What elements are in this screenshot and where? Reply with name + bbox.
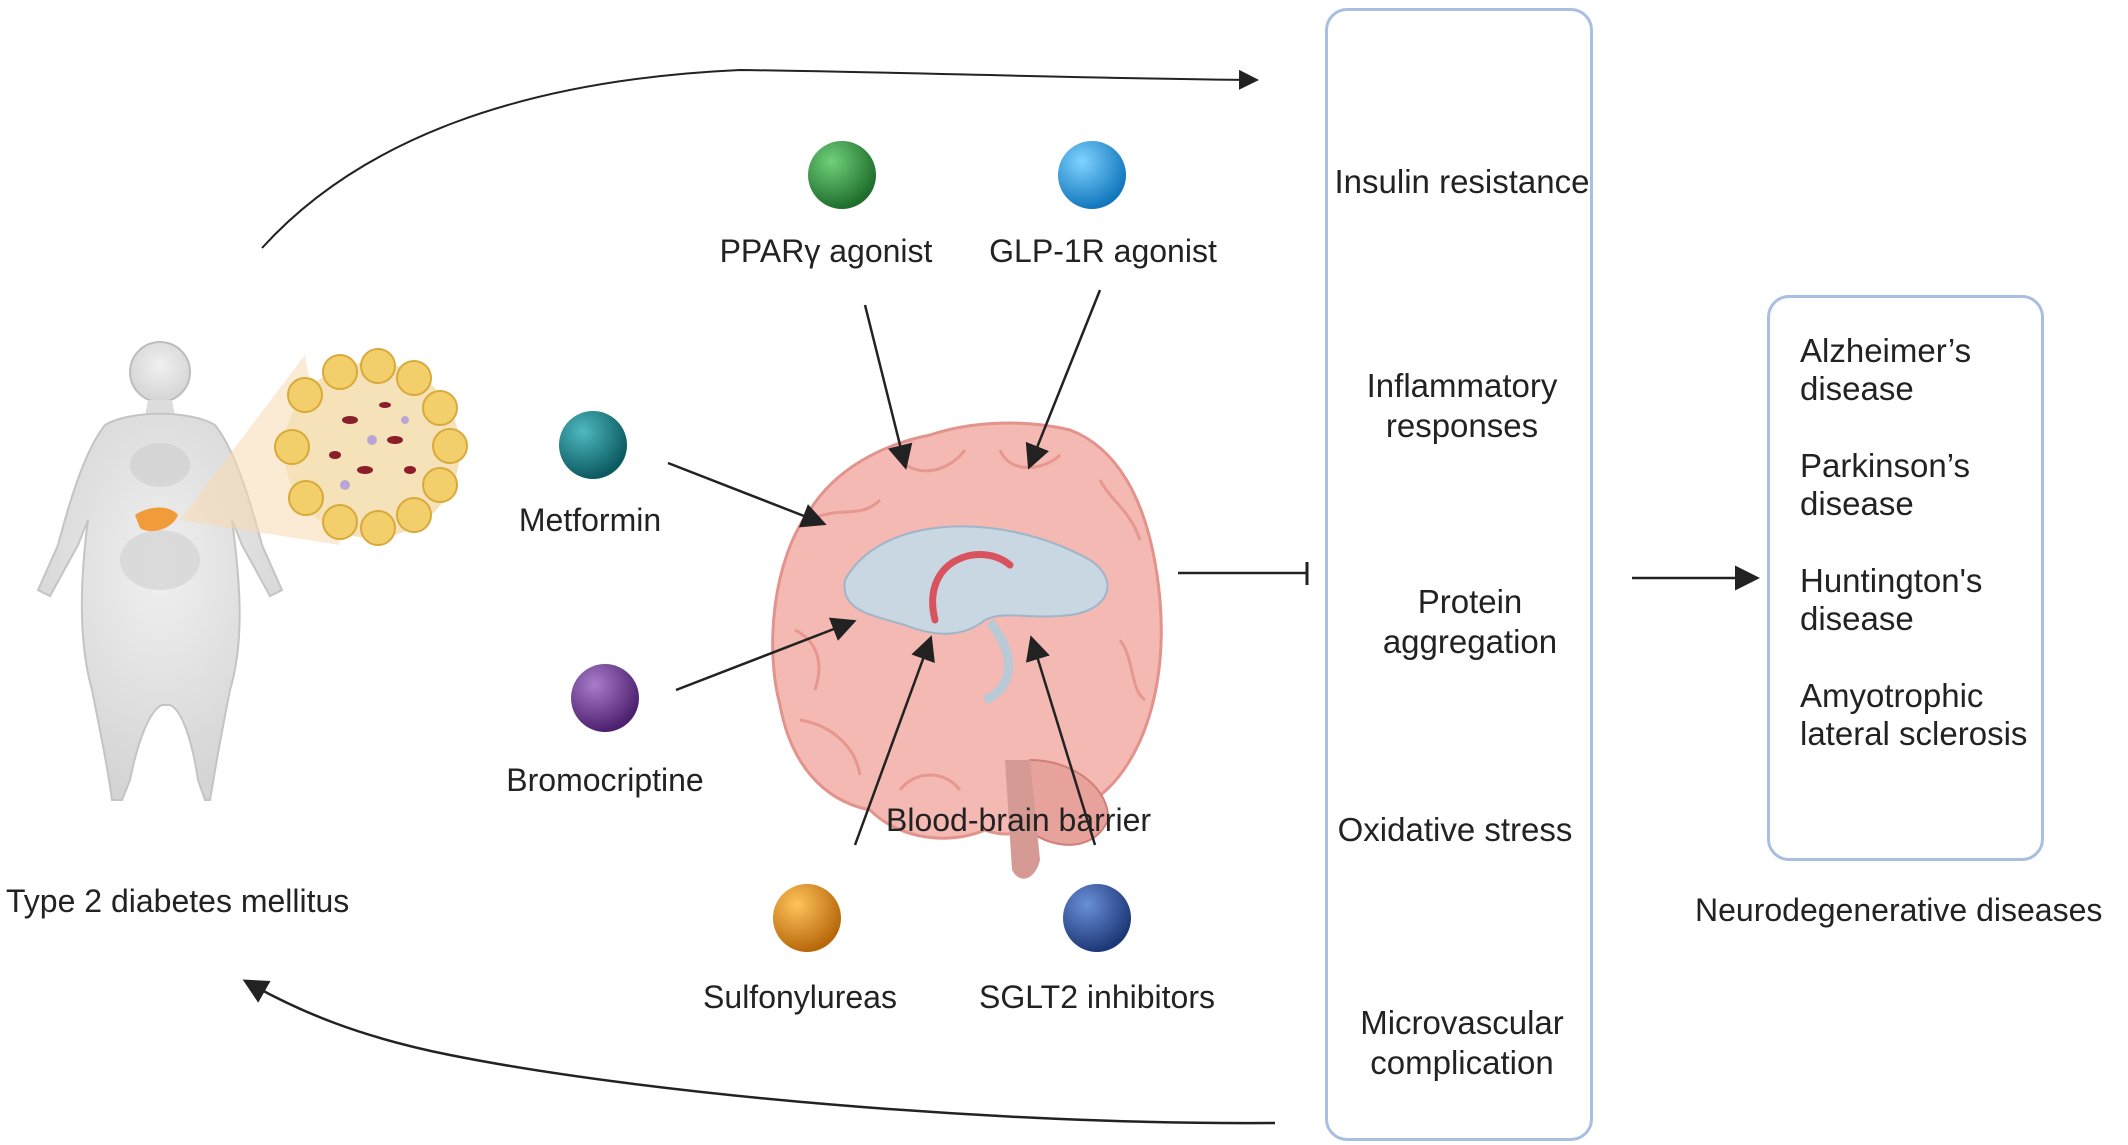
drug-sphere-bromocriptine xyxy=(571,664,639,732)
drug-label-bromocriptine: Bromocriptine xyxy=(506,762,704,798)
disease-list: Alzheimer’s disease Parkinson’s disease … xyxy=(1800,332,2040,792)
drug-label-sulfonylureas: Sulfonylureas xyxy=(703,979,897,1015)
arrow-bromocriptine xyxy=(675,617,857,692)
drug-sphere-sglt2 xyxy=(1063,884,1131,952)
mechanism-label-microvascular: Microvascular complication xyxy=(1360,1004,1564,1081)
drug-label-glp1r: GLP-1R agonist xyxy=(989,233,1217,269)
drug-sphere-glp1r xyxy=(1058,141,1126,209)
disease-alzheimers: Alzheimer’s disease xyxy=(1800,332,1972,407)
mechanism-label-oxidative: Oxidative stress xyxy=(1337,811,1573,848)
drug-sphere-metformin xyxy=(559,411,627,479)
neurodegenerative-label: Neurodegenerative diseases xyxy=(1695,892,2103,928)
drug-sphere-pparg xyxy=(808,141,876,209)
bottom-curve-arrow xyxy=(242,979,1276,1125)
drug-label-metformin: Metformin xyxy=(518,502,662,538)
drug-sphere-sulfonylureas xyxy=(773,884,841,952)
arrow-sglt2 xyxy=(1025,635,1097,846)
arrow-sulfonylureas xyxy=(853,635,935,846)
fat-tissue-icon xyxy=(274,348,468,546)
brain-icon xyxy=(771,421,1163,879)
diseases-box xyxy=(1767,295,2044,861)
drug-label-sglt2: SGLT2 inhibitors xyxy=(979,979,1215,1015)
disease-parkinsons: Parkinson’s disease xyxy=(1800,447,1970,522)
arrow-pparg xyxy=(863,304,913,470)
type2-diabetes-label: Type 2 diabetes mellitus xyxy=(6,883,350,919)
arrow-metformin xyxy=(667,461,827,528)
mechanisms-box xyxy=(1325,8,1593,1141)
disease-als: Amyotrophic lateral sclerosis xyxy=(1800,677,2028,752)
mechanism-label-protein: Protein aggregation xyxy=(1382,583,1558,660)
top-curve-arrow xyxy=(261,68,1259,249)
drug-label-pparg: PPARγ agonist xyxy=(719,233,933,269)
mechanism-label-inflammatory: Inflammatory responses xyxy=(1366,367,1558,444)
mechanism-label-insulin: Insulin resistance xyxy=(1334,163,1590,200)
arrow-glp1r xyxy=(1025,289,1102,470)
human-figure-icon xyxy=(36,341,284,801)
disease-huntingtons: Huntington's disease xyxy=(1800,562,1983,637)
blood-brain-barrier-label: Blood-brain barrier xyxy=(886,802,1152,838)
